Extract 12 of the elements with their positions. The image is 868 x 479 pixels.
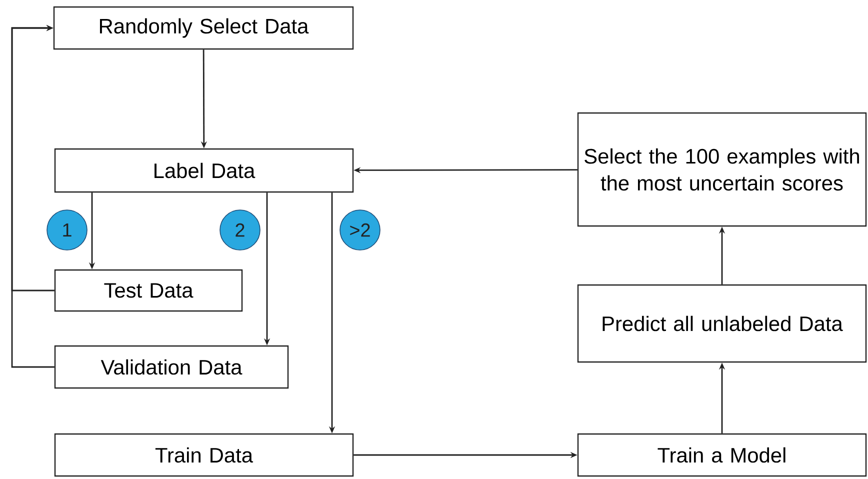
process-box: Train Data bbox=[54, 433, 354, 477]
number-badge: >2 bbox=[340, 210, 380, 250]
process-box: Validation Data bbox=[54, 345, 289, 389]
process-box: Test Data bbox=[54, 269, 243, 312]
number-badge: 1 bbox=[46, 210, 88, 250]
process-box: Select the 100 examples with the most uncertain scores bbox=[577, 112, 867, 227]
arrow bbox=[11, 24, 54, 368]
process-box: Label Data bbox=[54, 148, 354, 193]
process-box: Train a Model bbox=[577, 433, 867, 477]
number-badge: 2 bbox=[220, 210, 260, 250]
process-box: Predict all unlabeled Data bbox=[577, 284, 867, 363]
process-box: Randomly Select Data bbox=[53, 6, 354, 50]
